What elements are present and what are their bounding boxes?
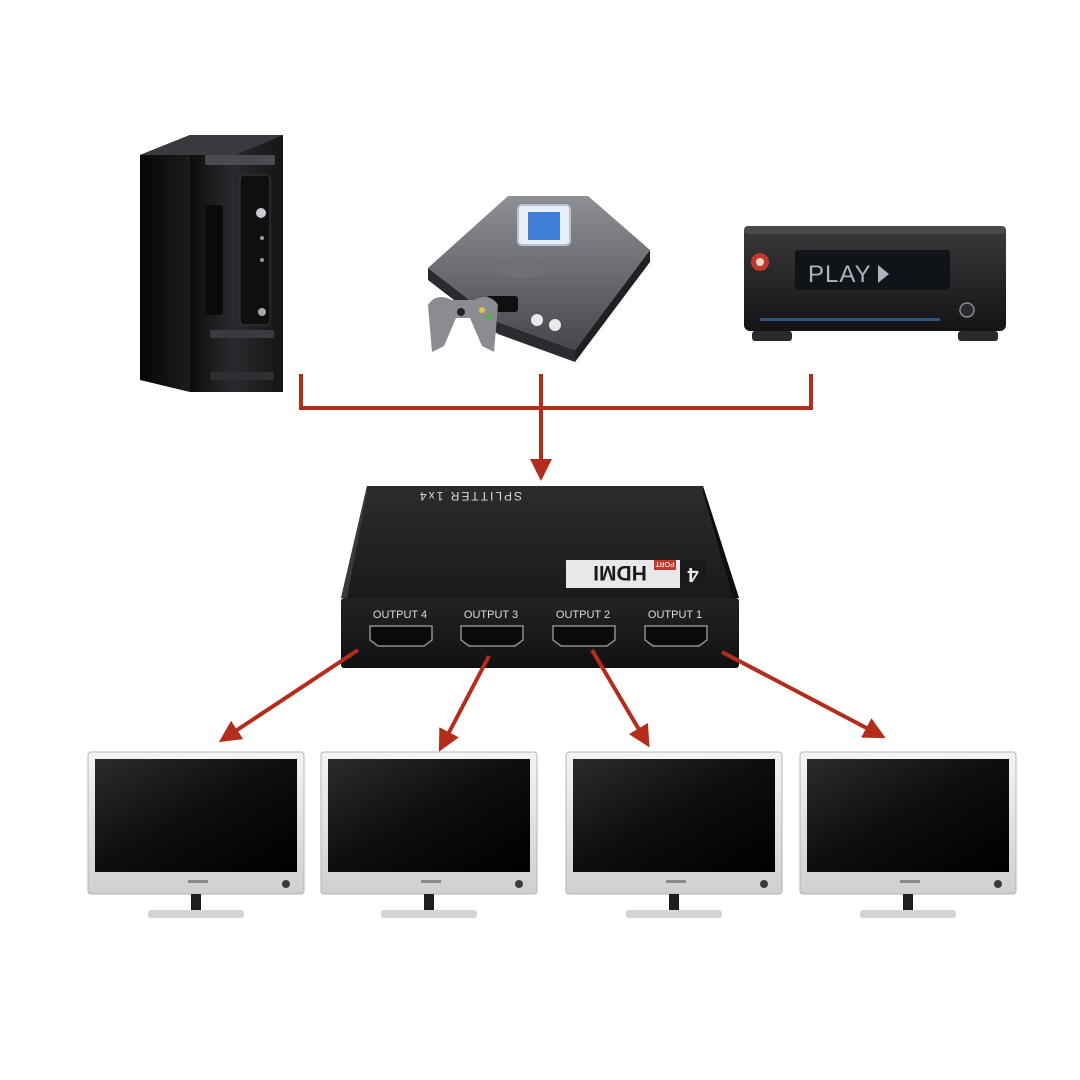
hdmi-port-1 [644,625,708,647]
hdmi-logo-text: HDMI [593,561,647,584]
hdmi-splitter-device: SPLITTER 1x4 4 HDMI PORT OUTPUT 4 OUTPUT… [341,486,739,668]
output-arrow-3 [438,655,491,752]
media-player-display-text: PLAY [808,261,872,288]
game-console-icon [428,196,650,362]
output-label-1: OUTPUT 1 [648,609,702,621]
hdmi-port-3 [460,625,524,647]
media-player-icon: PLAY [744,226,1006,341]
splitter-top-label: SPLITTER 1x4 [418,489,522,503]
hdmi-logo-sub: PORT [655,560,675,567]
desktop-pc-icon [140,135,283,392]
monitor-1-icon [87,751,305,918]
output-arrow-2 [590,648,650,748]
hdmi-logo: 4 HDMI PORT [566,560,706,588]
input-arrows [299,374,813,481]
hdmi-logo-number: 4 [687,563,699,585]
play-triangle-icon [878,265,889,283]
monitor-3-icon [565,751,783,918]
output-arrow-4 [218,648,360,743]
output-ports: OUTPUT 4 OUTPUT 3 OUTPUT 2 OUTPUT 1 [369,609,708,647]
hdmi-port-4 [369,625,433,647]
monitor-2-icon [320,751,538,918]
output-label-4: OUTPUT 4 [373,609,427,621]
output-label-2: OUTPUT 2 [556,609,610,621]
hdmi-port-2 [552,625,616,647]
output-arrows [218,648,886,752]
monitor-4-icon [799,751,1017,918]
output-label-3: OUTPUT 3 [464,609,518,621]
output-arrow-1 [721,650,886,739]
